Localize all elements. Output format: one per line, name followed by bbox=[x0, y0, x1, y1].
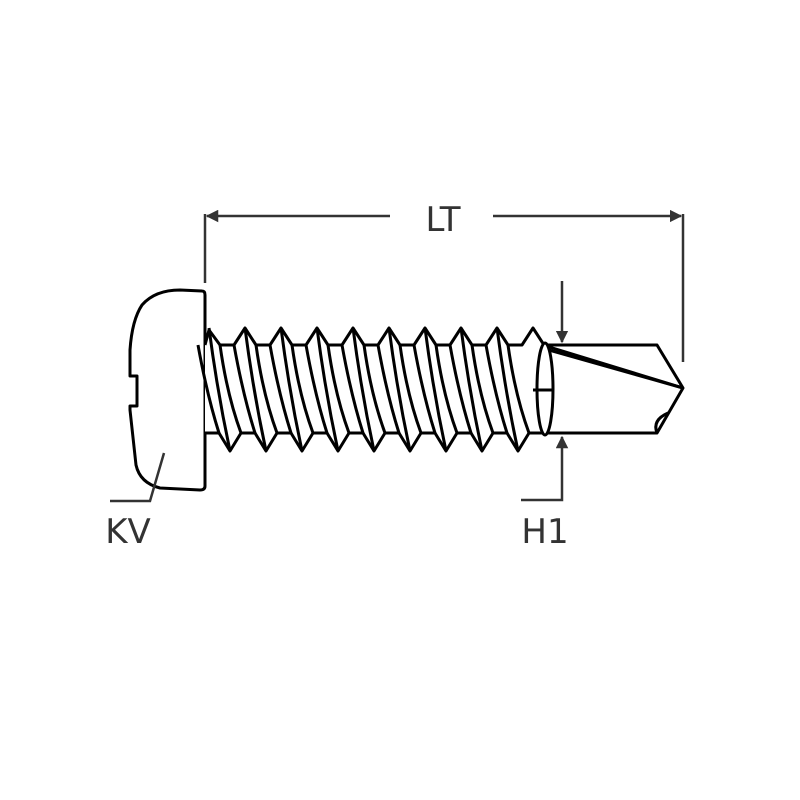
lt-dimension bbox=[203, 209, 685, 362]
thread-flank bbox=[243, 327, 268, 452]
h1-label: H1 bbox=[521, 512, 568, 552]
thread-flank bbox=[495, 327, 520, 452]
screw-head bbox=[128, 288, 207, 492]
thread-flank bbox=[196, 344, 221, 434]
thread-flank bbox=[362, 344, 387, 434]
thread-flank bbox=[254, 344, 279, 434]
drill-tip bbox=[533, 341, 685, 437]
h1-arrow-bottom bbox=[521, 435, 569, 502]
thread-flank bbox=[506, 344, 531, 434]
kv-label: KV bbox=[105, 512, 151, 552]
thread-bottom-profile bbox=[205, 431, 548, 453]
shank-core bbox=[205, 345, 550, 433]
thread-flank bbox=[459, 327, 484, 452]
thread-flank bbox=[412, 344, 437, 434]
thread-flank bbox=[207, 327, 232, 452]
thread-flank bbox=[398, 344, 423, 434]
thread-flank bbox=[423, 327, 448, 452]
kv-leader bbox=[110, 452, 166, 503]
thread-flank bbox=[326, 344, 351, 434]
thread-flank bbox=[304, 344, 329, 434]
thread-flank bbox=[315, 327, 340, 452]
thread-flank bbox=[351, 327, 376, 452]
thread-flank bbox=[218, 344, 243, 434]
thread-flank bbox=[290, 344, 315, 434]
thread-flank bbox=[268, 344, 293, 434]
thread-flank bbox=[434, 344, 459, 434]
h1-dimension bbox=[521, 281, 569, 502]
thread-flank bbox=[484, 344, 509, 434]
thread-flank bbox=[387, 327, 412, 452]
thread-flank bbox=[340, 344, 365, 434]
thread-flank bbox=[470, 344, 495, 434]
thread-flank bbox=[448, 344, 473, 434]
lt-label: LT bbox=[425, 200, 460, 240]
thread-flank bbox=[232, 344, 257, 434]
thread-flank bbox=[279, 327, 304, 452]
thread-flank bbox=[376, 344, 401, 434]
threaded-shank bbox=[196, 326, 550, 453]
